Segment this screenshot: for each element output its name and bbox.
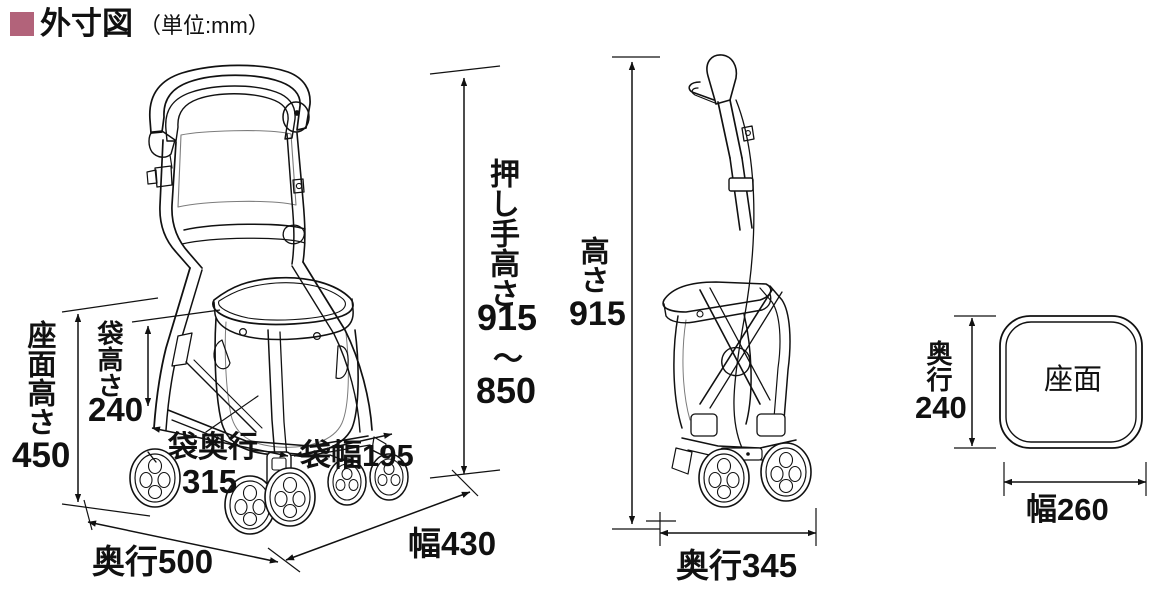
dim-seat-height-value: 450 <box>12 436 71 475</box>
dim-seat-height-label: 座面高さ <box>23 320 55 436</box>
dim-seat-depth-label: 奥行 <box>923 340 953 392</box>
side-view-dimension-lines <box>612 56 817 546</box>
dim-seat-depth-value: 240 <box>915 390 967 425</box>
page-title: 外寸図 （単位:mm） <box>10 8 270 39</box>
title-bullet-icon <box>10 11 34 36</box>
seat-plan-illustration <box>999 315 1143 449</box>
dim-overall-depth: 奥行500 <box>92 543 214 580</box>
dim-handle-height-label: 押し手高さ <box>485 158 518 308</box>
dim-handle-height-value: 915 <box>477 297 538 338</box>
seat-plan-dimension-lines <box>954 315 1147 496</box>
walker-front-illustration <box>129 64 409 535</box>
title-text: 外寸図 <box>40 6 133 41</box>
seat-plan-caption: 座面 <box>1044 364 1103 396</box>
dim-handle-height-range-mark: 〜 <box>493 343 523 376</box>
dim-bag-depth-label: 袋奥行 <box>168 431 258 464</box>
walker-side-illustration <box>662 54 812 508</box>
dim-seat-width: 幅260 <box>1026 492 1109 527</box>
dim-bag-height-label: 袋高さ <box>94 320 124 398</box>
dim-bag-depth-value: 315 <box>182 463 238 500</box>
dim-side-depth: 奥行345 <box>676 547 798 584</box>
dim-overall-width: 幅430 <box>408 525 497 562</box>
title-unit-note: （単位:mm） <box>139 12 270 38</box>
dim-side-height-value: 915 <box>569 295 626 333</box>
dim-side-height-label: 高さ <box>576 236 608 294</box>
dim-handle-height-value-2: 850 <box>476 370 537 411</box>
dim-bag-height-value: 240 <box>88 391 144 428</box>
dim-bag-width: 袋幅195 <box>300 438 414 473</box>
front-view-dimension-lines <box>61 65 501 573</box>
